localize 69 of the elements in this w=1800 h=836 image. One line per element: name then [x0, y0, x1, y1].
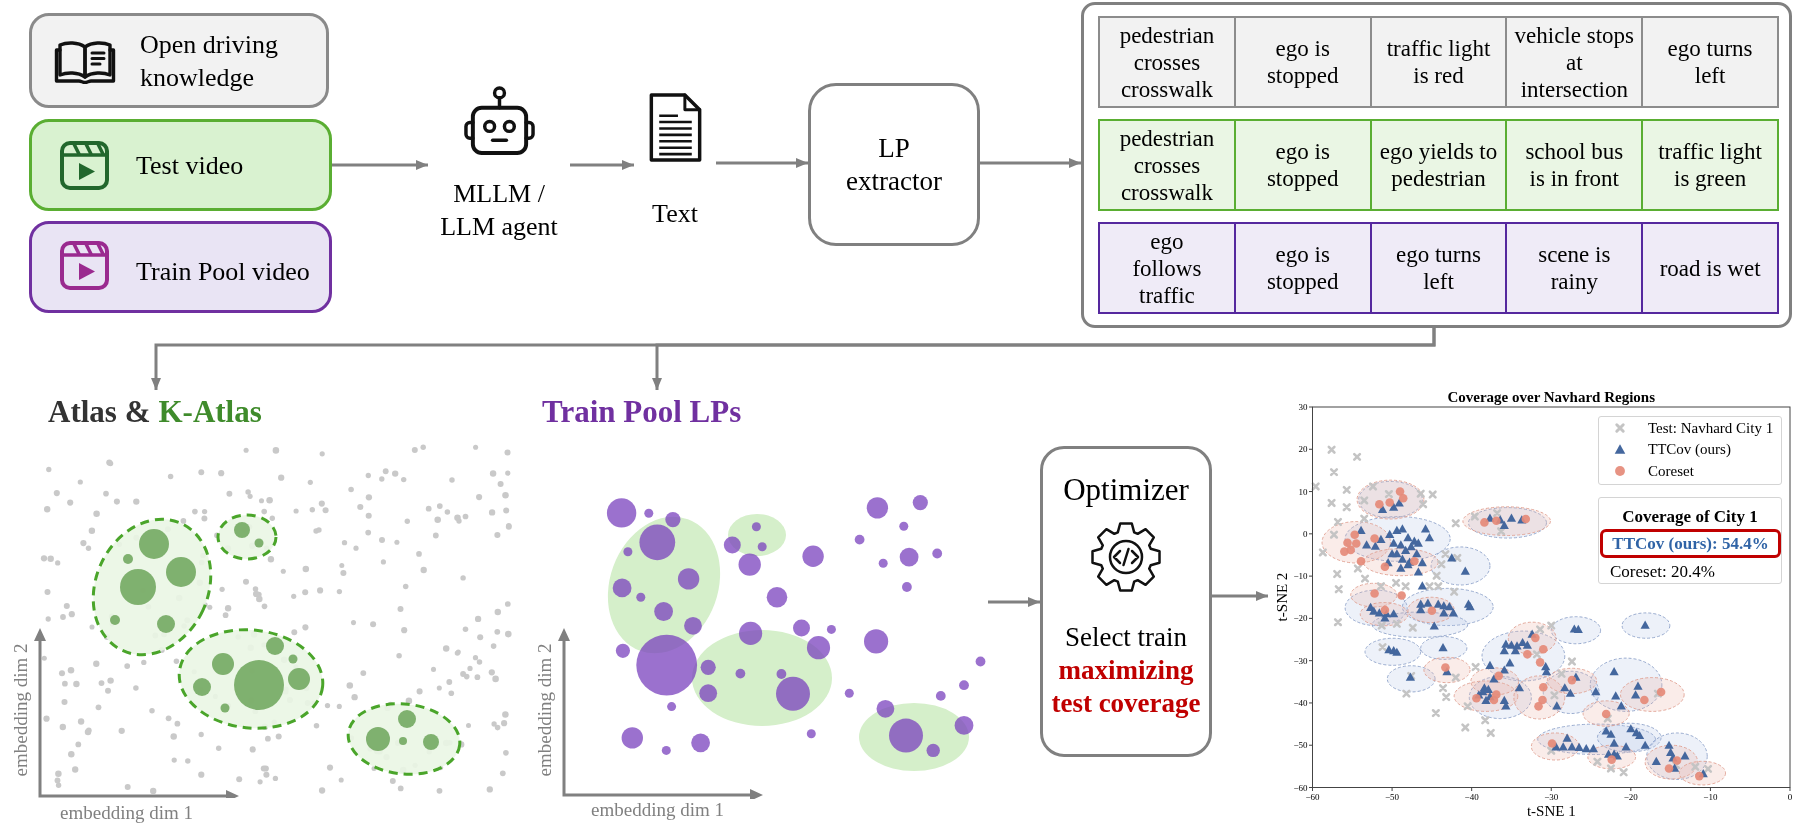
table-cell: traffic light is green [1641, 119, 1779, 211]
agent-label: MLLM / LLM agent [439, 178, 559, 243]
arrow [332, 160, 428, 170]
arrow [652, 328, 1436, 390]
axis-label: embedding dim 1 [591, 800, 724, 820]
section-title: Train Pool LPs [542, 393, 742, 431]
arrow [1212, 591, 1268, 601]
table-cell: ego turns left [1641, 16, 1779, 108]
tick-label: −40 [1464, 792, 1479, 802]
node-label: Text [652, 198, 698, 230]
axis-label: embedding dim 2 [535, 643, 555, 777]
highlighted-score: TTCov (ours): 54.4% [1600, 529, 1781, 558]
box-label: Test video [136, 150, 244, 182]
tick-label: 0 [1303, 528, 1308, 539]
tick-label: −30 [1544, 792, 1559, 802]
tick-label: 0 [1787, 792, 1793, 802]
table-cell: pedestrian crosses crosswalk [1098, 119, 1236, 211]
tick-label: 30 [1298, 402, 1308, 412]
table-cell: ego is stopped [1233, 222, 1372, 314]
tick-label: −30 [1293, 655, 1308, 666]
chart-title: Coverage over Navhard Regions [1447, 388, 1656, 406]
axis-label: embedding dim 2 [11, 643, 31, 777]
axis-title: t-SNE 1 [1526, 802, 1576, 821]
tick-label: −60 [1305, 792, 1320, 802]
table-cell: scene is rainy [1505, 222, 1644, 314]
legend-label: Coreset [1648, 462, 1694, 482]
section-title: K-Atlas [158, 393, 262, 431]
box-title: Optimizer [1063, 472, 1189, 508]
process-box [1040, 446, 1212, 757]
table-panel [1081, 2, 1792, 328]
table-cell: ego yields to pedestrian [1369, 119, 1508, 211]
box-label: Train Pool video [136, 256, 310, 288]
tick-label: −20 [1623, 792, 1638, 802]
arrow [988, 597, 1040, 607]
table-cell: pedestrian crosses crosswalk [1098, 16, 1236, 108]
tick-label: −60 [1293, 782, 1308, 793]
box-label: Select train maximizing test coverage [1050, 621, 1202, 720]
tick-label: −10 [1703, 792, 1718, 802]
legend-label: Test: Navhard City 1 [1648, 418, 1774, 438]
table-cell: ego turns left [1369, 222, 1508, 314]
table-cell: school bus is in front [1505, 119, 1644, 211]
arrow [980, 158, 1081, 168]
table-cell: ego follows traffic [1098, 222, 1236, 314]
annotation-text: Coreset: 20.4% [1610, 561, 1715, 583]
arrow [570, 160, 634, 170]
process-box [808, 83, 980, 246]
table-cell: ego is stopped [1233, 16, 1372, 108]
input-source-box [29, 13, 329, 108]
tick-label: −50 [1385, 792, 1400, 802]
table-cell: traffic light is red [1369, 16, 1508, 108]
input-source-box [29, 119, 332, 211]
box-label: LP extractor [845, 131, 943, 198]
table-cell: ego is stopped [1233, 119, 1372, 211]
arrow [716, 158, 808, 168]
box-label: Open driving knowledge [140, 29, 279, 94]
legend-label: TTCov (ours) [1648, 440, 1731, 460]
section-title: Atlas & [48, 393, 151, 431]
tick-label: 20 [1298, 444, 1308, 455]
tick-label: −50 [1293, 740, 1308, 751]
axis-label: embedding dim 1 [60, 803, 193, 823]
tick-label: −40 [1293, 697, 1308, 708]
tick-label: 10 [1298, 486, 1308, 497]
table-cell: vehicle stops at intersection [1505, 16, 1644, 108]
axis-title: t-SNE 2 [1273, 572, 1291, 622]
table-cell: road is wet [1641, 222, 1779, 314]
annotation-title: Coverage of City 1 [1622, 506, 1758, 528]
input-source-box [29, 221, 332, 313]
tick-label: −10 [1293, 571, 1308, 582]
tick-label: −20 [1293, 613, 1308, 624]
